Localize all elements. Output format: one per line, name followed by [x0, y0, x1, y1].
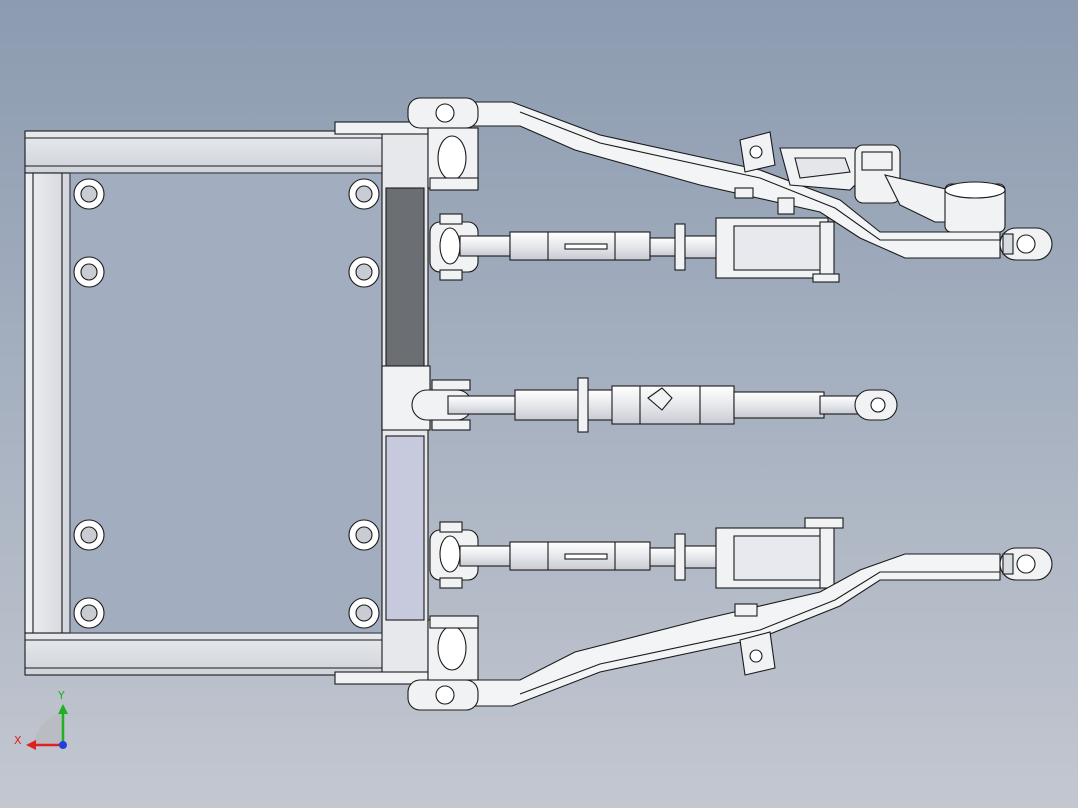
main-frame — [24, 121, 431, 685]
frame-holes — [73, 178, 380, 629]
triad-y-label: Y — [57, 689, 65, 702]
triad-y-arrow — [58, 704, 68, 714]
top-link — [411, 377, 898, 433]
upper-link-arm — [407, 97, 1053, 261]
triad-x-label: X — [14, 734, 22, 747]
triad-quadrant — [32, 712, 63, 745]
lower-leveling-rod — [429, 517, 844, 589]
axis-triad: Y X — [14, 689, 68, 750]
triad-z-axis — [59, 741, 67, 749]
upper-leveling-rod — [429, 213, 840, 283]
upper-lift-linkage — [734, 131, 1006, 233]
lower-link-arm — [407, 547, 1053, 711]
triad-x-arrow — [26, 740, 36, 750]
